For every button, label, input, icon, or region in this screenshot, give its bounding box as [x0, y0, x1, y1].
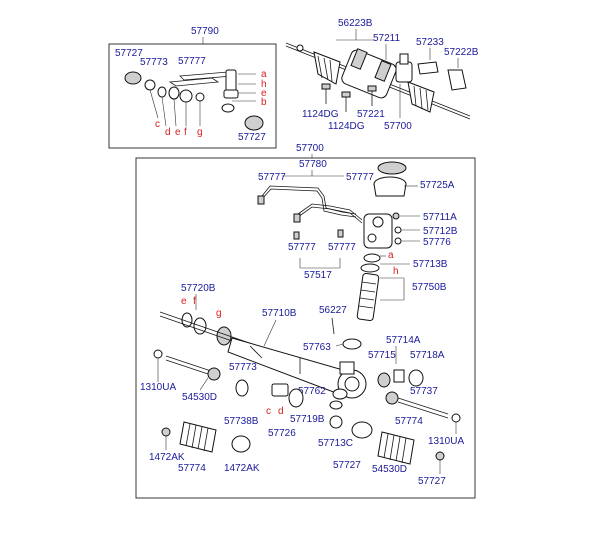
label-57726: 57726: [268, 428, 296, 439]
label-57773: 57773: [140, 57, 168, 68]
pipe-part: [261, 185, 357, 215]
pipe-part: [168, 77, 220, 87]
ref-letter-h: h: [393, 266, 399, 277]
label-57777: 57777: [346, 172, 374, 183]
label-57727: 1472AK: [224, 463, 260, 474]
ring-part: [221, 103, 235, 113]
label-57700: 57700: [384, 121, 412, 132]
label-57713B: 57713B: [413, 259, 448, 270]
label-57777: 57777: [328, 242, 356, 253]
label-57700: 57700: [296, 143, 324, 154]
ref-letter-b: b: [261, 97, 267, 108]
label-57725A: 57711A: [423, 212, 457, 223]
seal-kit-box: 57790 57727 57773 57777 57727 a h e b: [108, 26, 277, 149]
label-57714A: 57714A: [386, 335, 421, 346]
seal-stack-part: [225, 69, 237, 93]
label-1310UA: 1310UA: [428, 436, 464, 447]
label-57773: 57773: [229, 362, 257, 373]
label-57712B: 57776: [423, 237, 451, 248]
label-57517: 57725A: [420, 180, 455, 191]
label-57727: 57727: [115, 48, 143, 59]
label-57710B: 57710B: [262, 308, 297, 319]
label-57738B: 57738B: [224, 416, 259, 427]
label-57727: 57727: [238, 132, 266, 143]
label-57233: 57233: [416, 37, 444, 48]
ref-letter-g: g: [216, 308, 222, 319]
label-57774: 57774: [178, 463, 206, 474]
label-57777: 57777: [258, 172, 286, 183]
label-57780: 57780: [299, 159, 327, 170]
label-57737: 57737: [410, 386, 438, 397]
dust-cover-part: [377, 161, 407, 175]
label-57762: 57762: [298, 386, 326, 397]
label-57719B: 57719B: [290, 414, 325, 425]
label-57763: 57763: [303, 342, 331, 353]
ring-part: [195, 92, 205, 102]
valve-part: [395, 61, 413, 83]
ref-letter-d: d: [278, 406, 284, 417]
ref-letter-c: c: [155, 119, 160, 130]
label-57221: 57221: [357, 109, 385, 120]
ref-letter-f: f: [184, 127, 187, 138]
ring-part: [168, 86, 180, 100]
label-57777: 57777: [178, 56, 206, 67]
label-57713C: 57713C: [318, 438, 353, 449]
oil-seal-part: [244, 115, 264, 131]
label-57720B: 57720B: [181, 283, 216, 294]
label-57211: 57211: [373, 33, 401, 44]
ring-part: [157, 86, 167, 98]
label-57776: 57517: [304, 270, 332, 281]
ref-letter-e: e: [181, 296, 187, 307]
label-1472AK: 1472AK: [149, 452, 185, 463]
label-57222B: 57222B: [444, 47, 479, 58]
ref-letter-h: h: [261, 79, 267, 90]
label-57774: 57774: [395, 416, 423, 427]
ref-letter-g: g: [197, 127, 203, 138]
label-57777: 57777: [288, 242, 316, 253]
label-57727: 57727: [333, 460, 361, 471]
label-57715: 57715: [368, 350, 396, 361]
label-57718A: 57718A: [410, 350, 445, 361]
label-1124DG: 1124DG: [328, 121, 365, 132]
ref-letter-a: a: [388, 250, 394, 261]
ref-letter-f: f: [193, 296, 196, 307]
ref-letter-d: d: [165, 127, 171, 138]
rack-assembly-overview: 56223B 57211 57233 57222B 1124DG 1124DG …: [285, 18, 479, 132]
label-57790: 57790: [191, 26, 219, 37]
ring-part: [179, 89, 193, 103]
boot-part: [313, 51, 341, 85]
ref-letter-a: a: [261, 69, 267, 80]
label-1472AK: 57727: [418, 476, 446, 487]
label-1310UA: 1310UA: [140, 382, 176, 393]
main-exploded-view: 57700 57780 57777 57777 57777 57777 5751…: [135, 143, 476, 499]
label-1124DG: 1124DG: [302, 109, 339, 120]
ref-letter-e: e: [261, 88, 267, 99]
oil-seal-part: [124, 71, 142, 85]
label-56223B: 56223B: [338, 18, 373, 29]
pinion-part: [356, 272, 380, 322]
label-57711A: 57712B: [423, 226, 458, 237]
label-57750B: 57750B: [412, 282, 447, 293]
label-54530D: 54530D: [182, 392, 217, 403]
ref-letter-e: e: [175, 127, 181, 138]
ring-part: [144, 79, 156, 91]
ref-letter-c: c: [266, 406, 271, 417]
label-54530D: 54530D: [372, 464, 407, 475]
label-56227: 56227: [319, 305, 347, 316]
